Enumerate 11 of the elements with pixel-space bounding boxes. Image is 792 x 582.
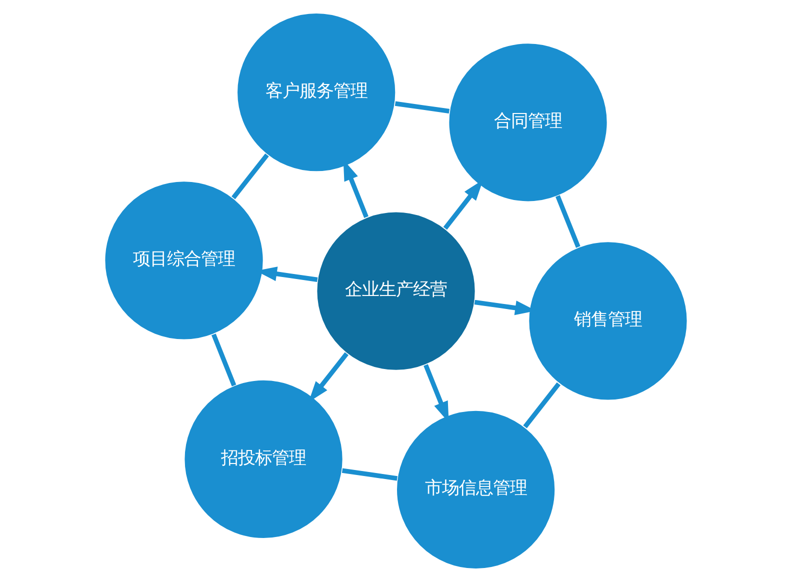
node-circle: 企业生产经营 [316,211,476,372]
connector [394,101,450,114]
connector [523,382,561,428]
connector [342,468,398,481]
node-circle: 项目综合管理 [104,180,264,340]
connector [211,334,236,386]
node-circle: 市场信息管理 [396,410,556,570]
connector [556,195,580,248]
connector [232,154,269,200]
node-circle: 客户服务管理 [236,12,396,172]
node-circle: 销售管理 [528,240,688,401]
